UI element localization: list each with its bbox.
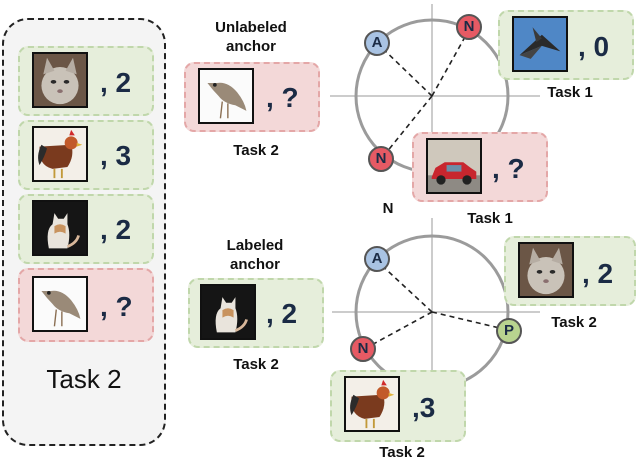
panel-item-label: , 2 (100, 214, 132, 245)
rooster-icon (344, 376, 400, 432)
top-dash-a (377, 43, 433, 97)
anchor-label: , ? (266, 82, 299, 113)
anchor-task: Task 2 (233, 356, 279, 373)
sitting-cat-icon (32, 200, 88, 256)
panel-item-label: , 2 (100, 67, 132, 98)
sample-label: ,3 (412, 392, 436, 423)
heading-line: anchor (225, 38, 276, 55)
unlabeled-anchor-heading: Unlabeled anchor (196, 18, 306, 56)
labeled-anchor-heading: Labeled anchor (200, 236, 310, 274)
task-2-panel: , 2 , 3 , 2 , ? Task 2 (2, 18, 166, 446)
sample-task: Task 2 (379, 444, 425, 461)
negative-node: N (350, 336, 376, 362)
panel-item-label: , ? (100, 291, 133, 322)
heading-line: anchor (229, 256, 280, 273)
anchor-node-a: A (364, 30, 390, 56)
panel-title: Task 2 (46, 364, 122, 394)
positive-node: P (496, 318, 522, 344)
sample-task: Task 1 (467, 210, 513, 227)
cat-icon (518, 242, 574, 298)
outside-n-label: N (382, 200, 394, 217)
rooster-icon (32, 126, 88, 182)
top-dash-n2 (381, 95, 433, 159)
bottom-dash-p (431, 311, 509, 331)
car-icon (426, 138, 482, 194)
sitting-cat-icon (200, 284, 256, 340)
sample-label: , 2 (582, 258, 614, 289)
bottom-dash-n (365, 311, 433, 349)
sample-task: Task 2 (551, 314, 597, 331)
sample-task: Task 1 (547, 84, 593, 101)
heading-line: Unlabeled (215, 19, 287, 36)
bird-icon (198, 68, 254, 124)
anchor-task: Task 2 (233, 142, 279, 159)
sample-label: , 0 (578, 31, 610, 62)
sample-label: , ? (492, 153, 525, 184)
heading-line: Labeled (226, 237, 284, 254)
anchor-node-a: A (364, 246, 390, 272)
anchor-label: , 2 (266, 298, 298, 329)
top-dash-n1 (431, 27, 471, 97)
airplane-icon (512, 16, 568, 72)
negative-node: N (368, 146, 394, 172)
bird-icon (32, 276, 88, 332)
panel-item-label: , 3 (100, 140, 132, 171)
negative-node: N (456, 14, 482, 40)
cat-icon (32, 52, 88, 108)
